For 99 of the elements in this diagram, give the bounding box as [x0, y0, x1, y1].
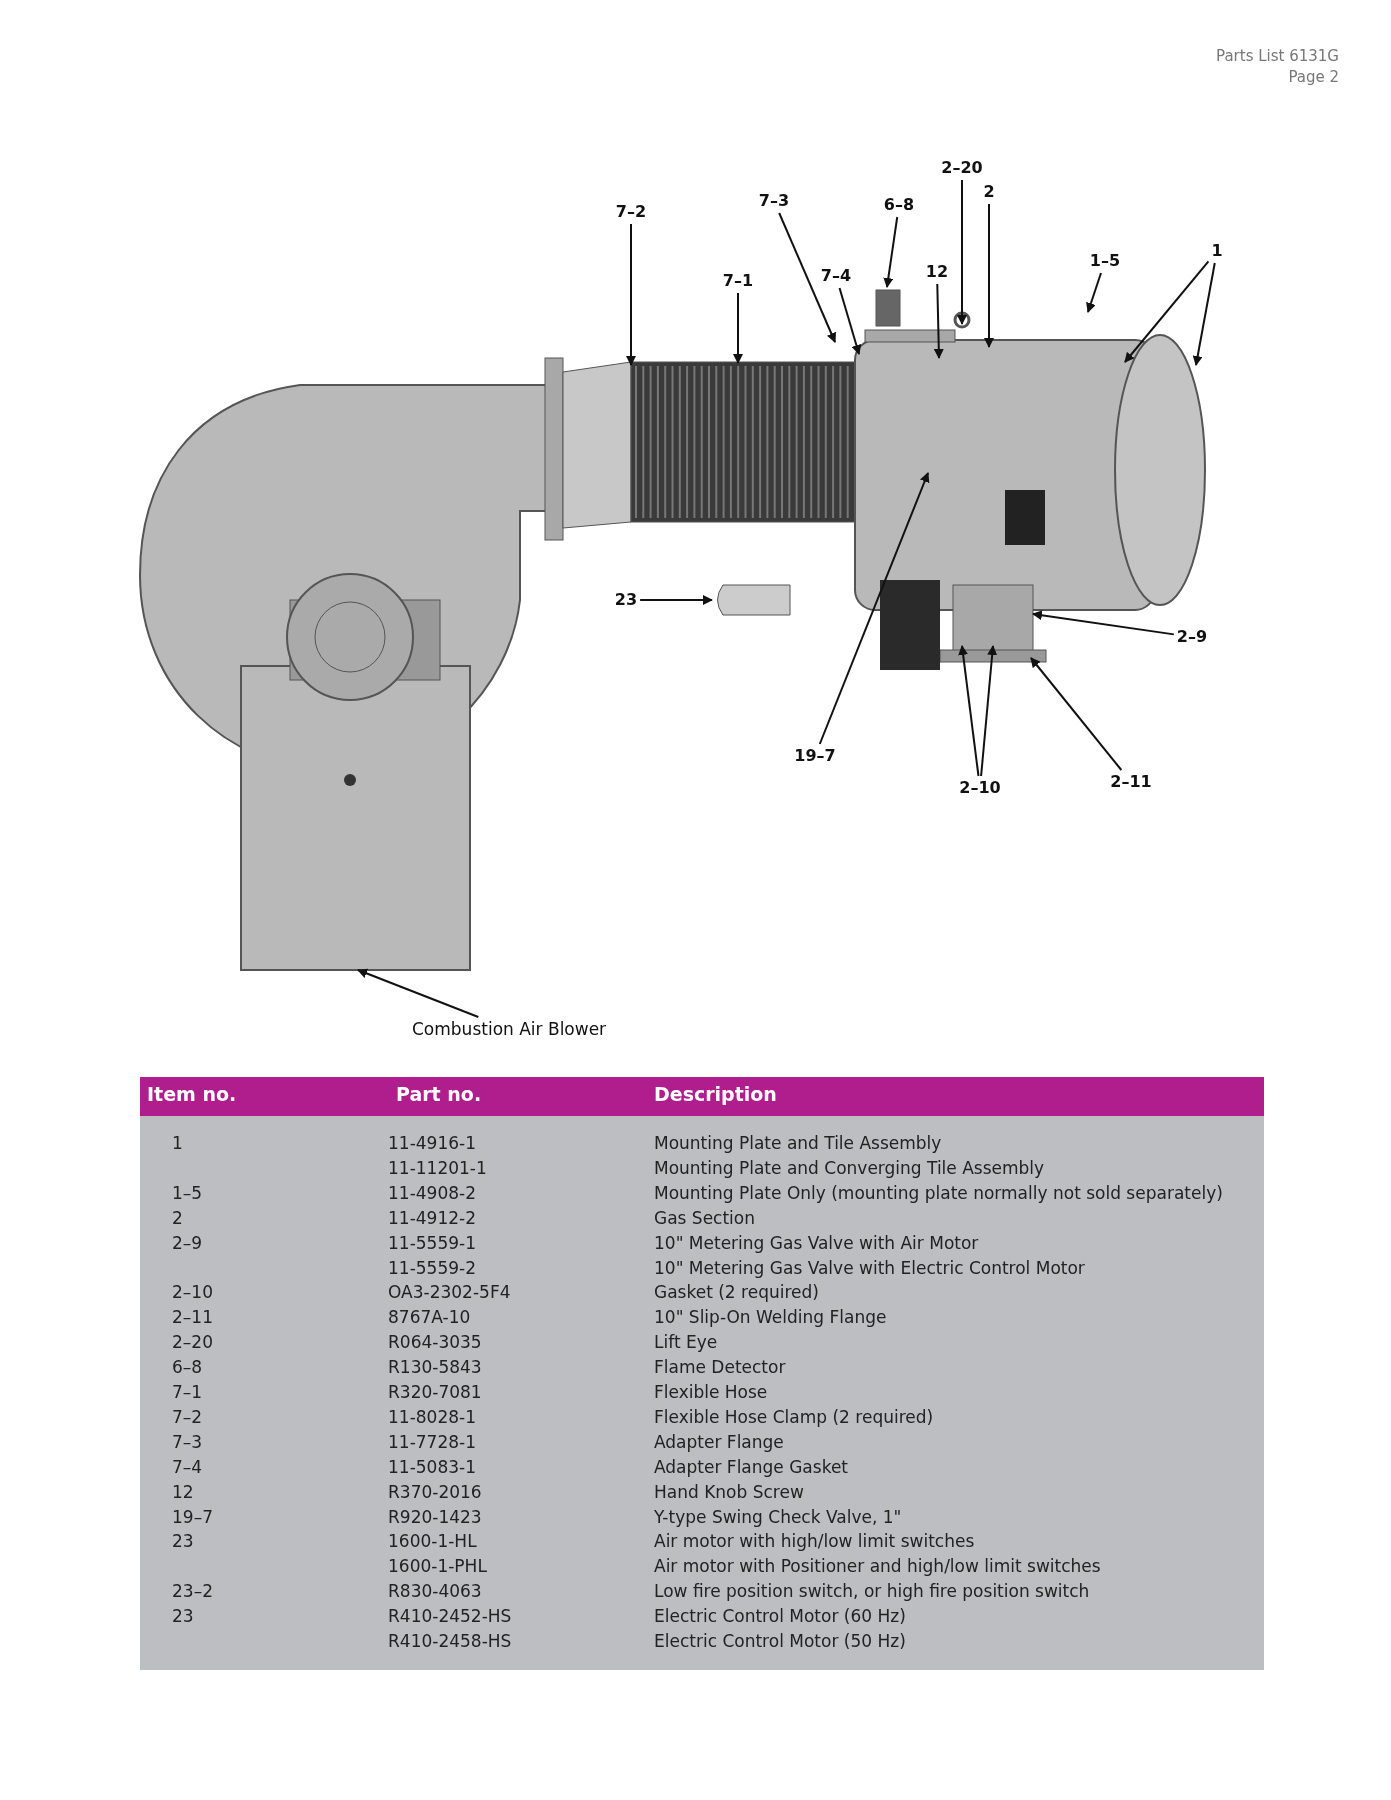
callout-number: 2–9 [1176, 628, 1208, 646]
leader-line [933, 283, 944, 359]
callout-number: 23 [614, 591, 638, 609]
item-number: 6–8 [172, 1357, 203, 1378]
item-number: 12 [172, 1481, 194, 1502]
part-number: 11-5559-1 [388, 1232, 476, 1253]
part-number: 1600-1-PHL [388, 1556, 487, 1577]
part-description: Mounting Plate Only (mounting plate normally not sold separately) [654, 1182, 1223, 1203]
item-number: 7–3 [172, 1431, 203, 1452]
leader-line [984, 203, 994, 348]
callout-number: 2–20 [941, 159, 983, 177]
leader-line [1192, 262, 1216, 366]
callout-number: 12 [925, 263, 949, 281]
item-number: 7–2 [172, 1406, 203, 1427]
part-number: 11-11201-1 [388, 1157, 487, 1178]
part-description: Gasket (2 required) [654, 1282, 819, 1303]
page-header: Parts List 6131G [1216, 47, 1339, 65]
part-description: Mounting Plate and Converging Tile Assembly [654, 1157, 1045, 1178]
part-number: R410-2458-HS [388, 1631, 512, 1651]
part-description: 10" Metering Gas Valve with Air Motor [654, 1232, 979, 1253]
callout-number: 1 [1211, 242, 1223, 260]
part-number: 11-4912-2 [388, 1207, 476, 1228]
callout-number: 7–1 [722, 272, 754, 290]
callout-number: 1–5 [1089, 252, 1121, 270]
part-description: Air motor with Positioner and high/low limit switches [654, 1556, 1101, 1577]
item-number: 23 [172, 1606, 194, 1627]
item-number: 1 [172, 1133, 183, 1153]
part-number: R920-1423 [388, 1506, 482, 1527]
column-header: Item no. [147, 1083, 237, 1105]
part-number: 11-5083-1 [388, 1456, 476, 1477]
column-header: Part no. [396, 1083, 482, 1105]
part-description: Mounting Plate and Tile Assembly [654, 1133, 942, 1153]
leader-line [778, 212, 836, 343]
leader-line [980, 645, 998, 777]
leader-line [957, 179, 967, 325]
item-number: 23–2 [172, 1581, 213, 1602]
callout-number: 2 [983, 183, 995, 201]
part-number: R130-5843 [388, 1357, 482, 1378]
part-description: Adapter Flange Gasket [654, 1456, 848, 1477]
part-description: Gas Section [654, 1207, 755, 1228]
part-number: R410-2452-HS [388, 1606, 512, 1627]
part-number: R370-2016 [388, 1481, 482, 1502]
item-number: 23 [172, 1531, 194, 1552]
burner-drawing [139, 289, 1206, 971]
part-description: Y-type Swing Check Valve, 1" [654, 1506, 902, 1527]
part-description: Flame Detector [654, 1357, 786, 1378]
part-number: 11-8028-1 [388, 1406, 476, 1427]
leader-line [958, 645, 980, 777]
part-description: Lift Eye [654, 1332, 718, 1353]
leader-line [1030, 657, 1123, 771]
item-number: 7–4 [172, 1456, 203, 1477]
column-header: Description [654, 1083, 777, 1105]
item-number: 2 [172, 1207, 183, 1228]
part-number: R064-3035 [388, 1332, 482, 1353]
callout-number: 2–11 [1110, 773, 1152, 791]
item-number: 2–20 [172, 1332, 213, 1353]
leader-line [626, 223, 636, 366]
part-number: 11-7728-1 [388, 1431, 476, 1452]
part-number: OA3-2302-5F4 [388, 1282, 511, 1303]
part-number: 11-5559-2 [388, 1257, 476, 1278]
leader-line [733, 292, 743, 364]
part-number: 11-4916-1 [388, 1133, 476, 1153]
callout-number: 7–4 [820, 267, 852, 285]
callout-number: 6–8 [883, 196, 915, 214]
item-number: 2–11 [172, 1307, 213, 1328]
part-description: Low fire position switch, or high fire position switch [654, 1581, 1090, 1602]
part-description: Electric Control Motor (50 Hz) [654, 1631, 906, 1651]
part-number: 8767A-10 [388, 1307, 471, 1328]
item-number: 2–9 [172, 1232, 203, 1253]
part-number: 1600-1-HL [388, 1531, 477, 1552]
part-description: Flexible Hose Clamp (2 required) [654, 1406, 934, 1427]
part-caption: Combustion Air Blower [412, 1020, 607, 1038]
leader-line [1086, 272, 1102, 313]
part-description: 10" Slip-On Welding Flange [654, 1307, 887, 1328]
part-number: R830-4063 [388, 1581, 482, 1602]
part-description: 10" Metering Gas Valve with Electric Control Motor [654, 1257, 1085, 1278]
part-description: Adapter Flange [654, 1431, 784, 1452]
page-number: Page 2 [1288, 68, 1339, 86]
callout-number: 7–3 [758, 192, 790, 210]
leader-line [357, 968, 480, 1018]
leader-line [883, 216, 899, 288]
item-number: 19–7 [172, 1506, 213, 1527]
part-description: Electric Control Motor (60 Hz) [654, 1606, 906, 1627]
callout-number: 7–2 [615, 203, 647, 221]
part-description: Flexible Hose [654, 1382, 768, 1402]
part-number: 11-4908-2 [388, 1182, 476, 1203]
callout-number: 19–7 [794, 747, 836, 765]
leader-line [838, 287, 862, 355]
part-description: Hand Knob Screw [654, 1481, 804, 1502]
item-number: 7–1 [172, 1382, 203, 1402]
item-number: 2–10 [172, 1282, 213, 1303]
leader-line [1032, 610, 1175, 636]
item-number: 1–5 [172, 1182, 203, 1203]
callout-number: 2–10 [959, 779, 1001, 797]
part-description: Air motor with high/low limit switches [654, 1531, 975, 1552]
part-number: R320-7081 [388, 1382, 482, 1402]
leader-line [1124, 260, 1210, 363]
leader-line [818, 472, 930, 745]
leader-line [639, 595, 713, 605]
